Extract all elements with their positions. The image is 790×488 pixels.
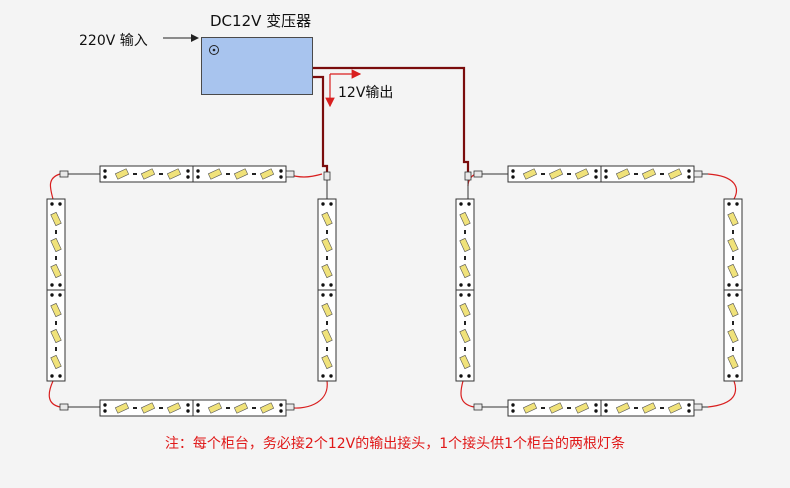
- connector-plug-icon: [693, 403, 703, 411]
- feed-wire: [313, 66, 470, 172]
- led-strip-segment: [46, 289, 66, 382]
- led-chip-icon: [727, 211, 739, 227]
- transformer-box: [201, 37, 313, 95]
- connector-plug-icon: [285, 170, 295, 178]
- led-chip-icon: [727, 263, 739, 279]
- led-chip-icon: [641, 402, 657, 414]
- led-chip-icon: [207, 168, 223, 180]
- led-chip-icon: [459, 328, 471, 344]
- led-chip-icon: [50, 263, 62, 279]
- led-chip-icon: [50, 354, 62, 370]
- connector-wire: [48, 380, 61, 408]
- led-chip-icon: [727, 237, 739, 253]
- feed-wire: [313, 75, 329, 172]
- led-chip-icon: [727, 302, 739, 318]
- led-chip-icon: [574, 168, 590, 180]
- connector-plug-icon: [693, 170, 703, 178]
- led-strip-segment: [507, 399, 602, 417]
- led-chip-icon: [459, 354, 471, 370]
- input-label: 220V 输入: [79, 33, 148, 49]
- led-strip-segment: [317, 289, 337, 382]
- power-socket-icon: [209, 45, 219, 55]
- led-chip-icon: [522, 402, 538, 414]
- led-chip-icon: [667, 168, 683, 180]
- led-chip-icon: [321, 237, 333, 253]
- connector-wire: [707, 380, 737, 408]
- led-strip-segment: [192, 165, 287, 183]
- wires: [48, 66, 737, 409]
- led-strip-segment: [192, 399, 287, 417]
- connector-plug-icon: [59, 170, 69, 178]
- led-chip-icon: [321, 263, 333, 279]
- led-chip-icon: [166, 168, 182, 180]
- led-strips: [46, 165, 743, 417]
- led-chip-icon: [641, 168, 657, 180]
- led-chip-icon: [114, 168, 130, 180]
- led-strip-segment: [723, 289, 743, 382]
- note-text: 注：每个柜台，务必接2个12V的输出接头，1个接头供1个柜台的两根灯条: [164, 436, 626, 452]
- led-chip-icon: [459, 302, 471, 318]
- led-chip-icon: [459, 263, 471, 279]
- led-strip-segment: [99, 165, 194, 183]
- led-strip-segment: [455, 198, 475, 291]
- led-chip-icon: [140, 168, 156, 180]
- led-chip-icon: [259, 402, 275, 414]
- connector-wire: [49, 173, 61, 200]
- led-chip-icon: [166, 402, 182, 414]
- connector-plug-icon: [285, 403, 295, 411]
- led-strip-segment: [99, 399, 194, 417]
- led-chip-icon: [321, 211, 333, 227]
- led-chip-icon: [321, 328, 333, 344]
- led-chip-icon: [50, 237, 62, 253]
- led-strip-segment: [46, 198, 66, 291]
- led-strip-segment: [600, 165, 695, 183]
- output-label: 12V输出: [338, 85, 394, 101]
- led-chip-icon: [615, 402, 631, 414]
- led-strip-segment: [317, 198, 337, 291]
- connector-wire: [707, 173, 737, 200]
- led-chip-icon: [259, 168, 275, 180]
- arrows: [163, 34, 362, 108]
- led-chip-icon: [50, 328, 62, 344]
- connector-wire: [460, 380, 475, 408]
- led-chip-icon: [233, 168, 249, 180]
- led-chip-icon: [459, 211, 471, 227]
- led-chip-icon: [615, 168, 631, 180]
- led-chip-icon: [459, 237, 471, 253]
- led-chip-icon: [727, 328, 739, 344]
- led-chip-icon: [321, 354, 333, 370]
- transformer-label: DC12V 变压器: [210, 12, 312, 30]
- connector-plug-icon: [464, 171, 472, 186]
- connector-plug-icon: [323, 171, 331, 186]
- led-chip-icon: [548, 168, 564, 180]
- led-chip-icon: [50, 302, 62, 318]
- led-chip-icon: [233, 402, 249, 414]
- led-strip-segment: [723, 198, 743, 291]
- led-chip-icon: [667, 402, 683, 414]
- led-chip-icon: [207, 402, 223, 414]
- connector-plug-icon: [473, 170, 483, 178]
- connector-plug-icon: [473, 403, 483, 411]
- connector-plug-icon: [59, 403, 69, 411]
- led-chip-icon: [50, 211, 62, 227]
- led-strip-segment: [455, 289, 475, 382]
- led-chip-icon: [140, 402, 156, 414]
- led-chip-icon: [574, 402, 590, 414]
- led-chip-icon: [522, 168, 538, 180]
- led-chip-icon: [727, 354, 739, 370]
- led-strip-segment: [507, 165, 602, 183]
- led-chip-icon: [321, 302, 333, 318]
- led-chip-icon: [114, 402, 130, 414]
- led-chip-icon: [548, 402, 564, 414]
- led-strip-segment: [600, 399, 695, 417]
